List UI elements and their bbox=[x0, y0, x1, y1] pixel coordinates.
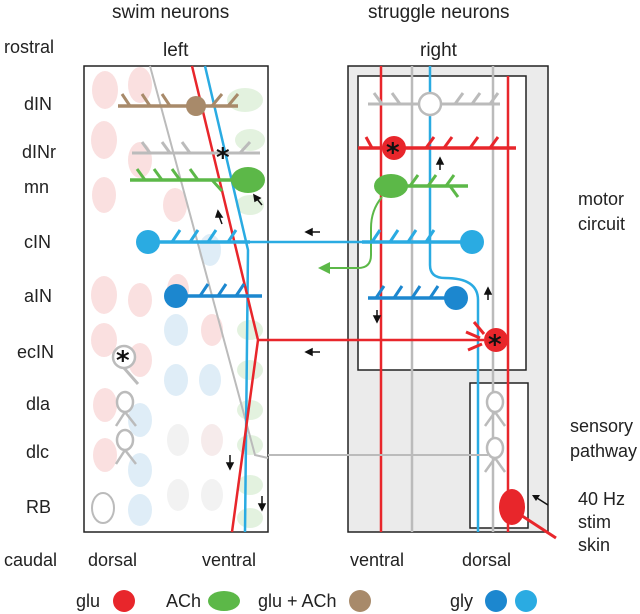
ecIN-soma-left bbox=[111, 344, 137, 370]
row-label-dINr: dINr bbox=[22, 142, 56, 162]
legend-ach-label: ACh bbox=[166, 591, 201, 611]
circuit-label: circuit bbox=[578, 214, 625, 234]
mn-axon-right bbox=[325, 196, 383, 269]
blue-axon-left bbox=[203, 65, 250, 533]
right-panel: * bbox=[318, 65, 549, 533]
RB-neuron-right bbox=[499, 489, 525, 525]
dla-neuron-right bbox=[483, 390, 507, 427]
right-label: right bbox=[420, 40, 458, 61]
row-label-dIN: dIN bbox=[24, 94, 52, 114]
caudal-label: caudal bbox=[4, 550, 57, 570]
dla-neuron-left bbox=[114, 390, 137, 427]
swim-neurons-header: swim neurons bbox=[112, 2, 229, 23]
ecIN-right-star-marker: * bbox=[488, 330, 502, 360]
stim-arrow bbox=[532, 495, 540, 501]
sensory-label: sensory bbox=[570, 416, 633, 436]
mn-soma-right bbox=[374, 174, 408, 198]
stim-electrode-line bbox=[512, 508, 557, 540]
left-dorsal-label: dorsal bbox=[88, 550, 137, 570]
dINr-soma-right bbox=[382, 136, 406, 160]
legend-gly-light-swatch bbox=[515, 590, 537, 612]
blue-axon-right bbox=[428, 66, 480, 532]
right-dorsal-label: dorsal bbox=[462, 550, 511, 570]
left-panel: * bbox=[83, 65, 269, 533]
row-label-RB: RB bbox=[26, 497, 51, 517]
row-label-mn: mn bbox=[24, 177, 49, 197]
right-ventral-label: ventral bbox=[350, 550, 404, 570]
left-ventral-label: ventral bbox=[202, 550, 256, 570]
stim-skin-label: skin bbox=[578, 535, 610, 555]
aIN-soma-left bbox=[164, 284, 188, 308]
legend-gly-dark-swatch bbox=[485, 590, 507, 612]
legend-gly-label: gly bbox=[450, 591, 473, 611]
dINr-star-marker: * bbox=[216, 143, 230, 173]
dIN-neuron-right bbox=[368, 91, 500, 117]
mn-neuron-right bbox=[318, 174, 468, 274]
mn-neuron-left bbox=[130, 167, 265, 193]
dINr-neuron-left: * bbox=[132, 140, 260, 173]
legend-glu-swatch bbox=[113, 590, 135, 612]
stimulus: 40 Hz stim skin bbox=[512, 489, 625, 555]
right-panel-direction-arrows bbox=[372, 156, 493, 324]
aIN-soma-right bbox=[444, 286, 468, 310]
ecIN-neuron-right: * bbox=[465, 321, 508, 360]
row-label-ecIN: ecIN bbox=[17, 342, 54, 362]
left-label: left bbox=[163, 40, 189, 61]
stim-frequency: 40 Hz bbox=[578, 489, 625, 509]
dlc-neuron-right bbox=[483, 436, 507, 473]
pathway-label: pathway bbox=[570, 441, 637, 461]
legend: glu ACh glu + ACh gly bbox=[76, 590, 537, 612]
dIN-neuron bbox=[118, 93, 240, 116]
left-panel-direction-arrows bbox=[214, 193, 267, 512]
cIN-soma-left bbox=[136, 230, 160, 254]
ecIN-soma-right bbox=[484, 328, 508, 352]
row-label-aIN: aIN bbox=[24, 286, 52, 306]
dlc-neuron-left bbox=[114, 428, 137, 465]
row-label-dla: dla bbox=[26, 394, 51, 414]
row-label-cIN: cIN bbox=[24, 232, 51, 252]
motor-circuit-box bbox=[357, 75, 527, 371]
legend-glu-ach-swatch bbox=[349, 590, 371, 612]
mn-soma-left bbox=[231, 167, 265, 193]
ecIN-star-marker: * bbox=[116, 346, 130, 376]
legend-glu-label: glu bbox=[76, 591, 100, 611]
stim-label: stim bbox=[578, 512, 611, 532]
crossing-arrows bbox=[304, 227, 320, 357]
ecIN-neuron-left: * bbox=[111, 344, 140, 385]
struggle-neurons-header: struggle neurons bbox=[368, 2, 510, 23]
commissural-axons bbox=[250, 227, 488, 456]
mn-axon-arrowhead bbox=[318, 262, 330, 274]
row-labels: dIN dINr mn cIN aIN ecIN dla dlc RB bbox=[17, 94, 56, 517]
cIN-neuron-left bbox=[136, 229, 250, 254]
legend-ach-swatch bbox=[208, 591, 240, 611]
cIN-soma-right bbox=[460, 230, 484, 254]
legend-glu-ach-label: glu + ACh bbox=[258, 591, 337, 611]
row-label-dlc: dlc bbox=[26, 442, 49, 462]
RB-neuron-left bbox=[91, 492, 115, 524]
dINr-right-star-marker: * bbox=[386, 138, 400, 168]
dIN-soma bbox=[186, 96, 206, 116]
aIN-neuron-left bbox=[164, 283, 262, 308]
grey-axon-left bbox=[149, 65, 269, 459]
dINr-neuron-right: * bbox=[358, 136, 516, 168]
motor-label: motor bbox=[578, 189, 624, 209]
rostral-label: rostral bbox=[4, 37, 54, 57]
aIN-neuron-right bbox=[368, 285, 468, 310]
